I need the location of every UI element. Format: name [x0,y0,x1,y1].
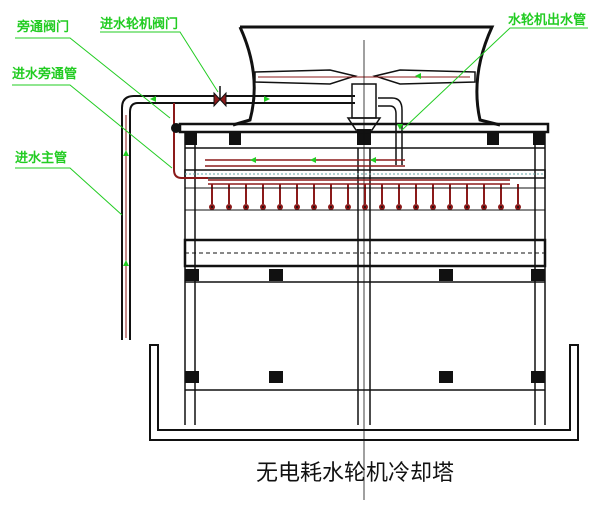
nozzle-head [226,204,232,210]
water-basin [149,344,579,441]
fan-shroud [232,25,501,127]
nozzle-head [345,204,351,210]
nozzle-head [379,204,385,210]
nozzle-head [209,204,215,210]
nozzle-head [430,204,436,210]
label-turbine-inlet-valve: 进水轮机阀门 [100,16,178,32]
nozzle-head [328,204,334,210]
nozzle-head [362,204,368,210]
label-turbine-outlet-pipe: 水轮机出水管 [508,12,586,28]
nozzle-head [260,204,266,210]
nozzle-head [311,204,317,210]
label-bypass-valve: 旁通阀门 [16,19,69,35]
nozzle-head [243,204,249,210]
flow-arrows [123,73,421,266]
fan-blades [254,69,476,85]
nozzle-head [277,204,283,210]
nozzle-head [464,204,470,210]
nozzle-head [447,204,453,210]
nozzle-head [481,204,487,210]
nozzle-head [294,204,300,210]
turbine-outlet-pipe [378,97,403,165]
diagram-title: 无电耗水轮机冷却塔 [256,461,454,486]
nozzle-head [413,204,419,210]
label-inlet-main-pipe: 进水主管 [15,150,67,166]
inlet-main-pipe [121,95,215,340]
inlet-bypass-pipe [173,103,208,179]
fill-layer [183,238,547,268]
label-inlet-bypass-pipe: 进水旁通管 [12,66,77,82]
nozzle-head [515,204,521,210]
turbine-inlet-valve [213,91,227,108]
spray-nozzles [209,184,521,210]
bypass-valve [171,123,181,133]
nozzle-head [498,204,504,210]
nozzle-head [396,204,402,210]
